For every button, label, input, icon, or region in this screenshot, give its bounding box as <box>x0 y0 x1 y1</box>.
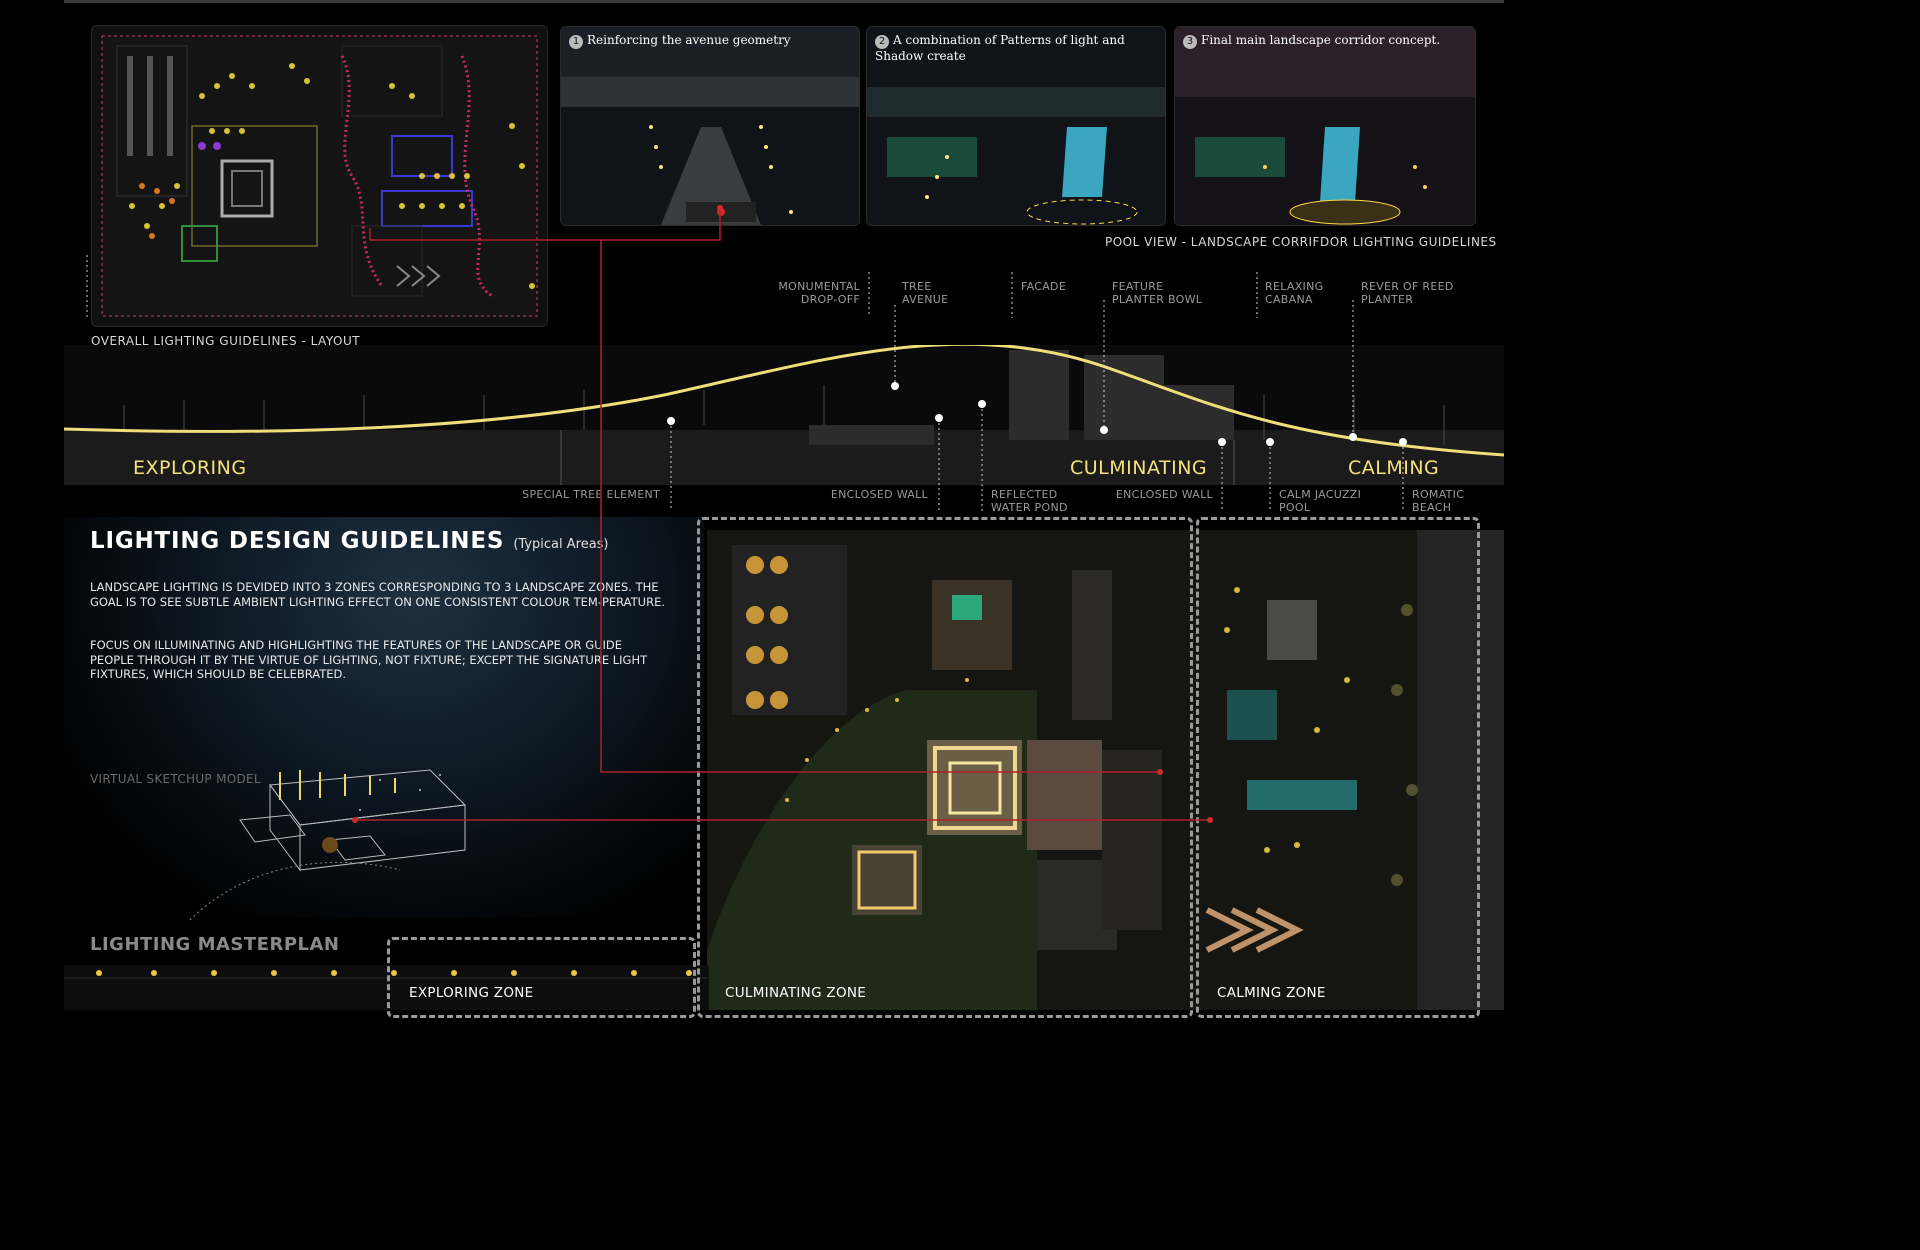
shot-number-badge: 1 <box>569 35 583 49</box>
section-zone-calming: CALMING <box>1348 457 1440 479</box>
layout-plan-drawing <box>101 35 538 317</box>
layout-plan-panel[interactable] <box>91 25 548 327</box>
zone-label-culminating: CULMINATING ZONE <box>725 985 867 1001</box>
calming-zone-box[interactable] <box>1196 517 1480 1018</box>
avenue-render-2 <box>867 27 1165 225</box>
shot-number-badge: 3 <box>1183 35 1197 49</box>
section-zone-culminating: CULMINATING <box>1070 457 1208 479</box>
guidelines-backdrop <box>64 517 704 917</box>
shot-number-badge: 2 <box>875 35 889 49</box>
guidelines-subtitle: (Typical Areas) <box>513 537 609 552</box>
red-guide-lines <box>352 205 1213 823</box>
pool-view-shot-1[interactable]: 1 Reinforcing the avenue geometry <box>560 26 860 226</box>
label-enclosed-wall-1: ENCLOSED WALL <box>830 488 928 501</box>
sketchup-model[interactable] <box>180 760 500 930</box>
pool-view-shot-3[interactable]: 3 Final main landscape corridor concept. <box>1174 26 1476 226</box>
section-elevation <box>63 342 1505 485</box>
shot-2-label: A combination of Patterns of light and S… <box>875 33 1125 63</box>
beach-promenade <box>64 965 709 1010</box>
masterplan-drawing <box>707 530 1504 1010</box>
leader-lines-overlay <box>86 255 1407 512</box>
masterplan-title: LIGHTING MASTERPLAN <box>90 934 340 955</box>
shot-1-label: Reinforcing the avenue geometry <box>587 33 791 47</box>
shot-3-label: Final main landscape corridor concept. <box>1201 33 1441 47</box>
layout-caption: OVERALL LIGHTING GUIDELINES - LAYOUT <box>91 334 361 348</box>
top-rule <box>64 0 1504 3</box>
guidelines-paragraph-2: FOCUS ON ILLUMINATING AND HIGHLIGHTING T… <box>90 638 648 681</box>
zone-label-exploring: EXPLORING ZONE <box>409 985 534 1001</box>
exploring-zone-box[interactable] <box>387 937 696 1018</box>
section-zone-exploring: EXPLORING <box>133 457 247 479</box>
section-diagram <box>63 342 1505 485</box>
guidelines-title: LIGHTING DESIGN GUIDELINES <box>90 528 505 554</box>
sketchup-model-caption: VIRTUAL SKETCHUP MODEL <box>90 772 261 786</box>
label-enclosed-wall-2: ENCLOSED WALL <box>1115 488 1213 501</box>
label-facade: FACADE <box>1021 280 1067 293</box>
lighting-masterplan[interactable] <box>707 530 1504 1010</box>
avenue-render-3 <box>1175 27 1475 225</box>
culminating-zone-box[interactable] <box>697 517 1193 1018</box>
guidelines-paragraph-1: LANDSCAPE LIGHTING IS DEVIDED INTO 3 ZON… <box>90 580 665 609</box>
zone-label-calming: CALMING ZONE <box>1217 985 1326 1001</box>
pool-views-caption: POOL VIEW - LANDSCAPE CORRIFDOR LIGHTING… <box>1105 235 1497 249</box>
label-special-tree: SPECIAL TREE ELEMENT <box>522 488 660 501</box>
avenue-render-1 <box>561 27 859 225</box>
